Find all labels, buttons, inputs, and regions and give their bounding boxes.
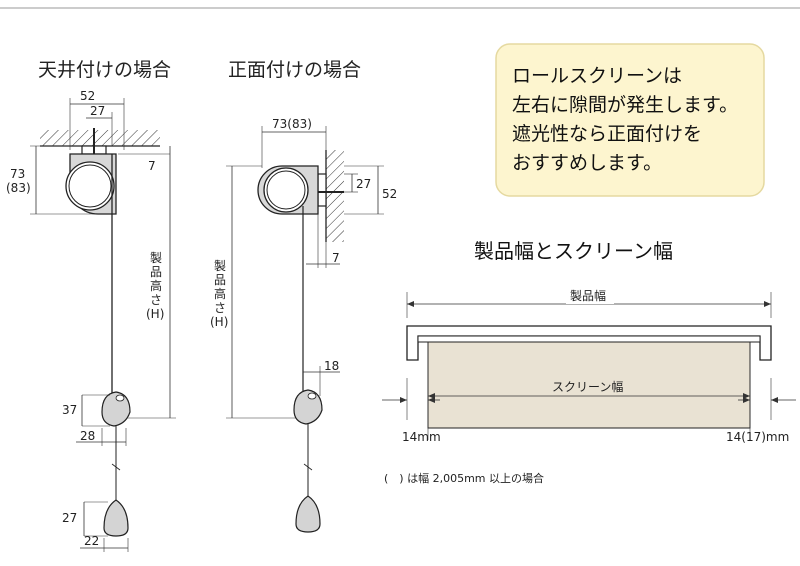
note-line-1: ロールスクリーンは — [512, 65, 682, 87]
ceiling-height-3: 高 — [150, 278, 162, 293]
width-diagram: 製品幅とスクリーン幅 製品幅 スクリーン幅 14mm 14 — [382, 239, 796, 485]
front-height-2: 品 — [214, 273, 226, 287]
front-dim-18: 18 — [324, 359, 339, 373]
footnote: ( ) は幅 2,005mm 以上の場合 — [384, 471, 544, 485]
note-line-4: おすすめします。 — [512, 152, 662, 174]
ceiling-height-5: (H) — [146, 307, 164, 321]
ceiling-dim-28: 28 — [80, 429, 95, 443]
front-dim-73: 73(83) — [272, 117, 312, 131]
left-gap-label: 14mm — [402, 430, 441, 444]
front-mount-diagram: 73(83) 27 52 7 製 品 高 さ (H) 18 — [210, 117, 397, 533]
ceiling-pull-knob — [103, 499, 129, 537]
ceiling-dim-22: 22 — [84, 534, 99, 548]
product-width-label: 製品幅 — [570, 288, 606, 303]
front-height-3: 高 — [214, 286, 226, 301]
ceiling-height-4: さ — [150, 293, 162, 307]
front-height-1: 製 — [214, 259, 226, 273]
screen-width-label: スクリーン幅 — [552, 379, 623, 394]
front-dim-7: 7 — [332, 251, 340, 265]
wall-hatch — [326, 150, 344, 242]
front-pull-knob — [295, 495, 321, 533]
front-dim-27: 27 — [356, 177, 371, 191]
ceiling-height-1: 製 — [150, 251, 162, 265]
ceiling-dim-27: 27 — [90, 104, 105, 118]
ceiling-dim-73: 73 — [10, 167, 25, 181]
note-line-3: 遮光性なら正面付けを — [512, 123, 702, 145]
front-height-4: さ — [214, 301, 226, 315]
right-gap-label: 14(17)mm — [726, 430, 789, 444]
ceiling-dim-27-knob: 27 — [62, 511, 77, 525]
note-line-2: 左右に隙間が発生します。 — [512, 94, 738, 116]
wall-bracket — [317, 173, 327, 207]
ceiling-dim-52: 52 — [80, 89, 95, 103]
heading-ceiling-mount: 天井付けの場合 — [38, 59, 171, 81]
ceiling-height-2: 品 — [150, 265, 162, 279]
ceiling-mount-diagram: 52 27 73 (83) 7 製 品 高 さ (H) 37 28 — [6, 89, 176, 552]
heading-front-mount: 正面付けの場合 — [228, 59, 361, 81]
width-title: 製品幅とスクリーン幅 — [474, 239, 673, 263]
ceiling-hatch — [40, 130, 160, 146]
front-height-5: (H) — [210, 315, 228, 329]
ceiling-dim-83: (83) — [6, 181, 31, 195]
front-dim-52: 52 — [382, 187, 397, 201]
ceiling-dim-7: 7 — [148, 159, 156, 173]
note-box: ロールスクリーンは 左右に隙間が発生します。 遮光性なら正面付けを おすすめしま… — [495, 43, 765, 197]
ceiling-dim-37: 37 — [62, 403, 77, 417]
